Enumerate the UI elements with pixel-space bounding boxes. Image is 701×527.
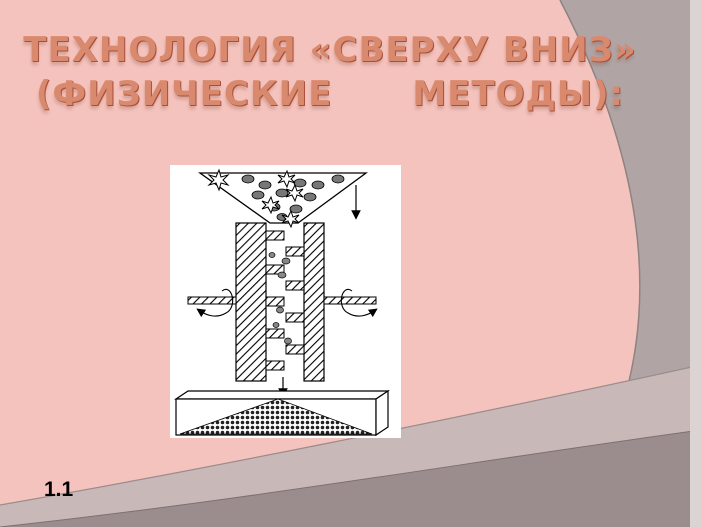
title-line-2: (ФИЗИЧЕСКИЕ МЕТОДЫ): <box>0 72 660 116</box>
mill-diagram-icon <box>174 168 390 437</box>
slide-title: ТЕХНОЛОГИЯ «СВЕРХУ ВНИЗ» (ФИЗИЧЕСКИЕ МЕТ… <box>0 28 660 116</box>
title-line-2-right: МЕТОДЫ): <box>412 74 625 114</box>
mill-diagram <box>170 165 401 438</box>
title-line-1: ТЕХНОЛОГИЯ «СВЕРХУ ВНИЗ» <box>23 30 637 70</box>
title-line-2-left: (ФИЗИЧЕСКИЕ <box>35 74 333 114</box>
slide-number: 1.1 <box>44 478 74 501</box>
